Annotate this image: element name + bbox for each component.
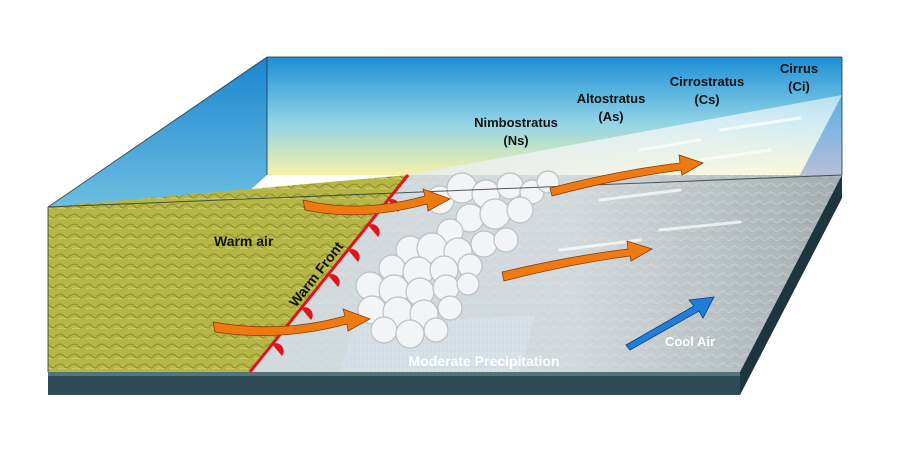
cool-air-arrow [625,296,715,351]
label-cirrostratus-abbr: (Cs) [694,92,719,107]
right-sky-patch [800,95,842,175]
label-altostratus-abbr: (As) [598,109,623,124]
box-edges [47,56,843,372]
label-cool-air: Cool Air [665,334,715,349]
label-cirrus: Cirrus [780,61,818,76]
label-cirrostratus: Cirrostratus [670,74,744,89]
cirrus-streaks [558,116,802,252]
warm-air-ground [48,175,408,372]
ground-block-front [48,372,740,395]
label-cirrus-abbr: (Ci) [788,79,810,94]
ground-block-side [740,175,842,395]
label-altostratus: Altostratus [577,91,646,106]
nimbostratus-cloud [355,170,560,349]
label-nimbostratus: Nimbostratus [474,115,558,130]
label-warm-air: Warm air [214,233,274,249]
label-precipitation: Moderate Precipitation [409,353,560,369]
label-nimbostratus-abbr: (Ns) [503,133,528,148]
warm-air-arrows [212,154,704,336]
ground-block-highlight [48,372,740,376]
